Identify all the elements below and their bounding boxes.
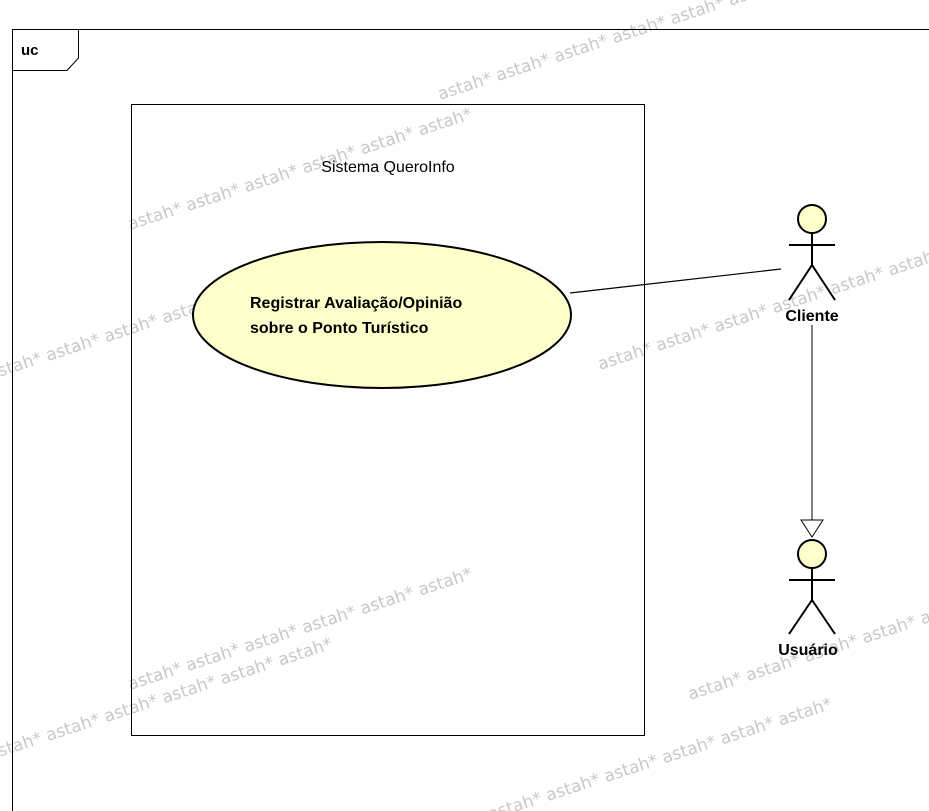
actor-head xyxy=(797,204,827,234)
watermark-row: astah* astah* astah* astah* astah* astah… xyxy=(435,0,784,105)
watermark-row: astah* astah* astah* astah* astah* astah… xyxy=(485,694,834,811)
diagram-frame: uc xyxy=(12,29,929,811)
actor-usuario[interactable]: Usuário xyxy=(778,539,838,659)
frame-tag: uc xyxy=(21,42,39,59)
generalization-arrow[interactable] xyxy=(800,325,824,538)
actor-cliente[interactable]: Cliente xyxy=(785,204,839,325)
watermark-row: astah* astah* astah* astah* astah* astah… xyxy=(685,574,929,705)
actor-name: Cliente xyxy=(785,308,838,325)
use-case-registrar-avaliacao[interactable]: Registrar Avaliação/Opinião sobre o Pont… xyxy=(192,241,572,389)
use-case-label-line1: Registrar Avaliação/Opinião xyxy=(250,295,462,312)
system-name: Sistema QueroInfo xyxy=(321,159,455,176)
watermark-row: astah* astah* astah* astah* astah* astah… xyxy=(0,634,335,765)
watermark-row: astah* astah* astah* astah* astah* astah… xyxy=(595,244,929,375)
system-boundary[interactable]: Sistema QueroInfo xyxy=(131,104,645,736)
association-line[interactable] xyxy=(569,268,782,294)
watermark-row: astah* astah* astah* astah* astah* astah… xyxy=(125,564,474,695)
actor-name: Usuário xyxy=(778,642,838,659)
use-case-label-line2: sobre o Ponto Turístico xyxy=(250,320,429,337)
actor-head xyxy=(797,539,827,569)
